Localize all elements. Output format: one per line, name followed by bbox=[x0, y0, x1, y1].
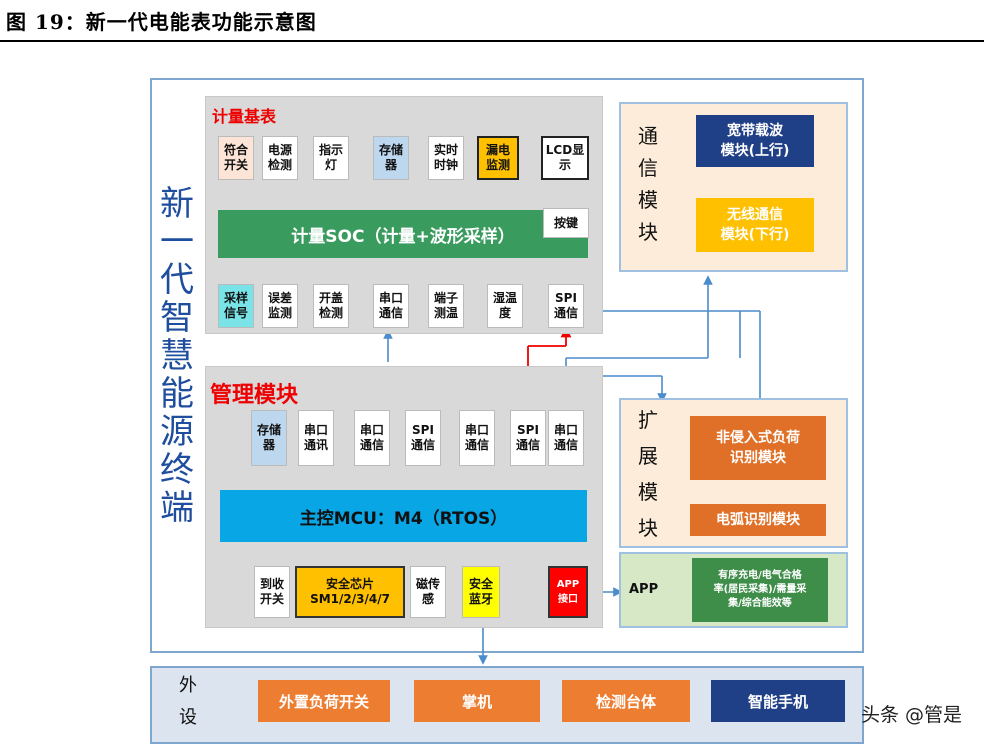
meter-cell-indicator: 指示 灯 bbox=[313, 136, 349, 180]
mgmt-cell-serial-2: 串口 通信 bbox=[354, 410, 390, 466]
arc-detection-module: 电弧识别模块 bbox=[690, 504, 826, 536]
mgmt-cell-security-chip: 安全芯片 SM1/2/3/4/7 bbox=[295, 566, 405, 618]
figure-caption: 图 19：新一代电能表功能示意图 bbox=[6, 10, 317, 34]
comm-title-char: 信 bbox=[638, 156, 658, 180]
main-mcu: 主控MCU：M4（RTOS） bbox=[220, 490, 587, 542]
meter-module-title: 计量基表 bbox=[212, 107, 277, 126]
meter-cell-cover: 开盖 检测 bbox=[313, 284, 349, 328]
mgmt-cell-storage: 存储 器 bbox=[251, 410, 287, 466]
side-title-char: 智 bbox=[160, 298, 194, 338]
meter-cell-spi: SPI 通信 bbox=[548, 284, 584, 328]
mgmt-cell-serial-1: 串口 通讯 bbox=[298, 410, 334, 466]
app-label: APP bbox=[629, 582, 659, 597]
external-load-switch: 外置负荷开关 bbox=[258, 680, 390, 722]
comm-module-title: 通 信 模 块 bbox=[633, 120, 663, 248]
meter-cell-error: 误差 监测 bbox=[262, 284, 298, 328]
caption-rule bbox=[0, 40, 984, 42]
meter-cell-humidity: 湿温 度 bbox=[487, 284, 523, 328]
comm-title-char: 块 bbox=[638, 220, 658, 244]
mgmt-cell-bluetooth: 安全 蓝牙 bbox=[462, 566, 500, 618]
side-title-char: 源 bbox=[160, 412, 194, 452]
side-title-char: 终 bbox=[160, 450, 194, 490]
ext-module-title: 扩 展 模 块 bbox=[633, 402, 663, 546]
meter-cell-sampling: 采样 信号 bbox=[218, 284, 254, 328]
meter-cell-switch: 符合 开关 bbox=[218, 136, 254, 180]
management-module-title: 管理模块 bbox=[210, 383, 299, 408]
comm-title-char: 通 bbox=[638, 124, 658, 148]
app-functions-box: 有序充电/电气合格 率(居民采集)/需量采 集/综合能效等 bbox=[692, 558, 828, 622]
meter-cell-rtc: 实时 时钟 bbox=[428, 136, 464, 180]
mgmt-cell-magnetic: 磁传 感 bbox=[410, 566, 446, 618]
meter-cell-key: 按键 bbox=[543, 208, 589, 238]
mgmt-cell-spi-2: SPI 通信 bbox=[510, 410, 546, 466]
mgmt-cell-spi-1: SPI 通信 bbox=[405, 410, 441, 466]
side-title-char: 端 bbox=[160, 488, 194, 528]
side-title-char: 新 bbox=[160, 184, 194, 224]
peripheral-title-char: 设 bbox=[179, 707, 197, 728]
ext-title-char: 展 bbox=[638, 444, 658, 468]
meter-cell-serial: 串口 通信 bbox=[373, 284, 409, 328]
mgmt-cell-app-interface: APP 接口 bbox=[548, 566, 588, 618]
test-bench: 检测台体 bbox=[562, 680, 690, 722]
handheld-device: 掌机 bbox=[414, 680, 540, 722]
meter-cell-lcd: LCD显 示 bbox=[541, 136, 589, 180]
mgmt-cell-serial-4: 串口 通信 bbox=[548, 410, 584, 466]
peripheral-title: 外 设 bbox=[174, 670, 202, 734]
comm-title-char: 模 bbox=[638, 188, 658, 212]
wireless-comm-module: 无线通信 模块(下行) bbox=[696, 198, 814, 252]
nilm-module: 非侵入式负荷 识别模块 bbox=[690, 416, 826, 480]
meter-cell-storage: 存储 器 bbox=[373, 136, 409, 180]
side-title: 新 一 代 智 慧 能 源 终 端 bbox=[157, 185, 197, 527]
side-title-char: 能 bbox=[160, 374, 194, 414]
meter-cell-power-detect: 电源 检测 bbox=[262, 136, 298, 180]
peripheral-title-char: 外 bbox=[179, 675, 197, 696]
side-title-char: 代 bbox=[160, 260, 194, 300]
ext-title-char: 块 bbox=[638, 516, 658, 540]
side-title-char: 一 bbox=[160, 222, 194, 262]
metering-soc: 计量SOC（计量+波形采样） bbox=[218, 210, 588, 258]
mgmt-cell-serial-3: 串口 通信 bbox=[459, 410, 495, 466]
watermark: 头条 @管是 bbox=[860, 704, 962, 726]
mgmt-cell-switch: 到收 开关 bbox=[254, 566, 290, 618]
side-title-char: 慧 bbox=[160, 336, 194, 376]
ext-title-char: 模 bbox=[638, 480, 658, 504]
broadband-carrier-module: 宽带载波 模块(上行) bbox=[696, 115, 814, 167]
meter-cell-leakage: 漏电 监测 bbox=[477, 136, 519, 180]
smartphone: 智能手机 bbox=[711, 680, 845, 722]
ext-title-char: 扩 bbox=[638, 408, 658, 432]
meter-cell-terminal-temp: 端子 测温 bbox=[428, 284, 464, 328]
